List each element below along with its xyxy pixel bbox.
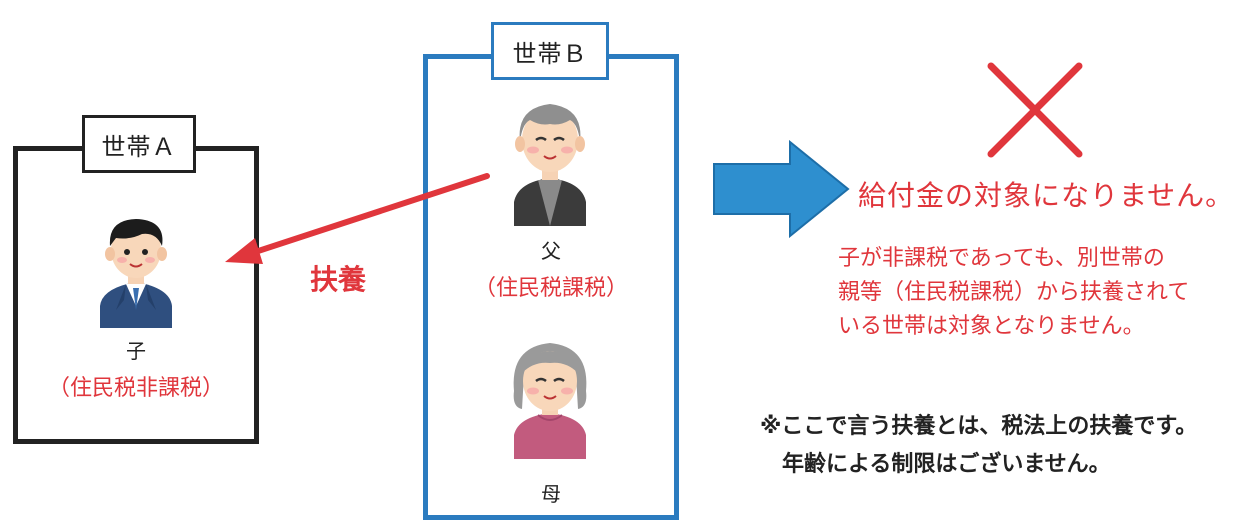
- child-role-label: 子: [126, 339, 146, 363]
- child-illustration: [100, 219, 172, 328]
- household-b-title: 世帯Ｂ: [491, 22, 609, 80]
- result-explanation: 子が非課税であっても、別世帯の 親等（住民税課税）から扶養されて いる世帯は対象…: [838, 242, 1189, 344]
- dependency-label: 扶養: [310, 263, 367, 296]
- explanation-line: 子が非課税であっても、別世帯の: [838, 246, 1165, 271]
- remark-line: ※ここで言う扶養とは、税法上の扶養です。: [760, 414, 1198, 439]
- father-role-label: 父: [541, 239, 561, 263]
- child-tax-status: （住民税非課税）: [47, 376, 224, 401]
- result-arrow: [713, 140, 850, 238]
- explanation-line: 親等（住民税課税）から扶養されて: [838, 280, 1190, 305]
- mother-role-label: 母: [541, 482, 561, 506]
- mother-illustration: [513, 343, 587, 459]
- remark-line: 年齢による制限はございません。: [782, 452, 1111, 477]
- cross-mark-icon: [987, 62, 1083, 158]
- explanation-line: いる世帯は対象となりません。: [838, 314, 1145, 339]
- father-tax-status: （住民税課税）: [473, 276, 628, 301]
- dependency-arrow: [225, 173, 490, 264]
- household-a-title: 世帯Ａ: [82, 115, 196, 173]
- father-illustration: [514, 104, 586, 226]
- result-text: 給付金の対象になりません。: [858, 179, 1235, 212]
- remark: ※ここで言う扶養とは、税法上の扶養です。 年齢による制限はございません。: [760, 408, 1197, 484]
